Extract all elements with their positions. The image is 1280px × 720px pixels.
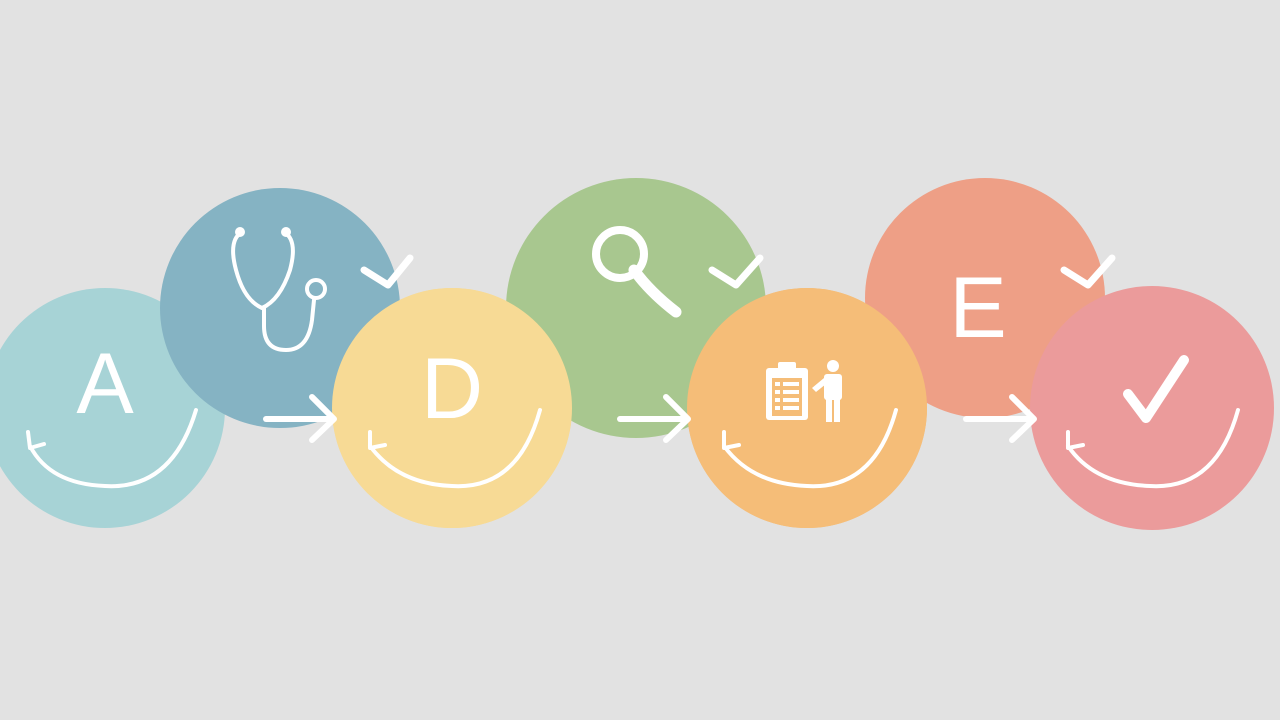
check-icon xyxy=(1060,254,1116,289)
arrow-right-icon xyxy=(617,394,691,443)
arrow-right-icon xyxy=(963,394,1037,443)
cycle-arc-icon xyxy=(722,408,898,489)
check-icon xyxy=(360,254,414,289)
step-f-letter: E xyxy=(949,260,1006,356)
arrow-right-icon xyxy=(263,394,337,443)
step-c-letter: D xyxy=(421,341,483,437)
checkmark-icon xyxy=(1123,355,1189,423)
step-a-letter: A xyxy=(76,336,134,432)
cycle-arc-icon xyxy=(368,408,542,489)
check-icon xyxy=(708,254,764,289)
clipboard-person-icon xyxy=(766,360,842,422)
cycle-arc-icon xyxy=(26,408,198,489)
cycle-arc-icon xyxy=(1066,408,1240,489)
stethoscope-icon xyxy=(231,227,327,352)
magnifier-icon xyxy=(592,226,682,318)
